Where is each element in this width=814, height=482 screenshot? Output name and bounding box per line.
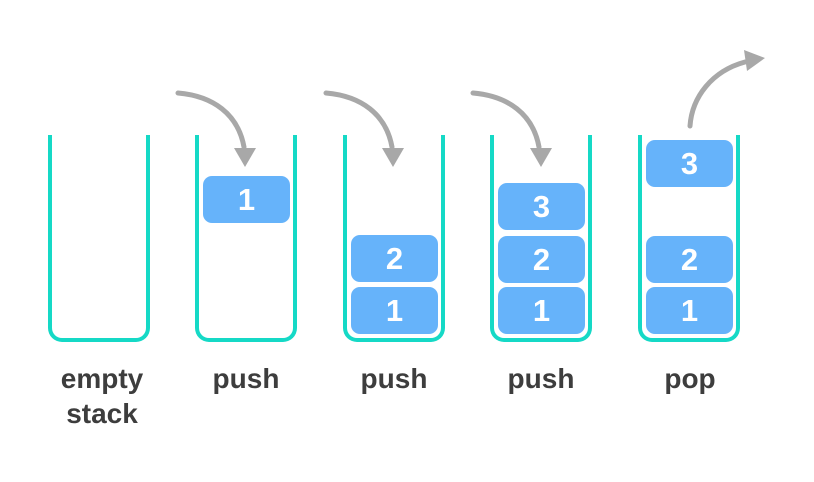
pop-arrow-icon xyxy=(687,50,765,129)
stage-label-pop: pop xyxy=(664,363,716,394)
stack-container-push-3 xyxy=(490,135,592,342)
stack-element: 3 xyxy=(646,140,733,187)
stack-container-push-1 xyxy=(195,135,297,342)
stage-label-empty-stack: empty stack xyxy=(60,363,144,429)
stack-container-pop xyxy=(638,135,740,342)
stage-label-push: push xyxy=(507,363,575,394)
stack-element: 2 xyxy=(498,236,585,283)
stack-element: 2 xyxy=(351,235,438,282)
stage-label-push: push xyxy=(360,363,428,394)
stack-element: 2 xyxy=(646,236,733,283)
stage-label-push: push xyxy=(212,363,280,394)
stack-element: 3 xyxy=(498,183,585,230)
stack-element: 1 xyxy=(203,176,290,223)
stack-container-push-2 xyxy=(343,135,445,342)
stack-element: 1 xyxy=(351,287,438,334)
stack-element: 1 xyxy=(498,287,585,334)
stack-container-empty xyxy=(48,135,150,342)
stack-element: 1 xyxy=(646,287,733,334)
